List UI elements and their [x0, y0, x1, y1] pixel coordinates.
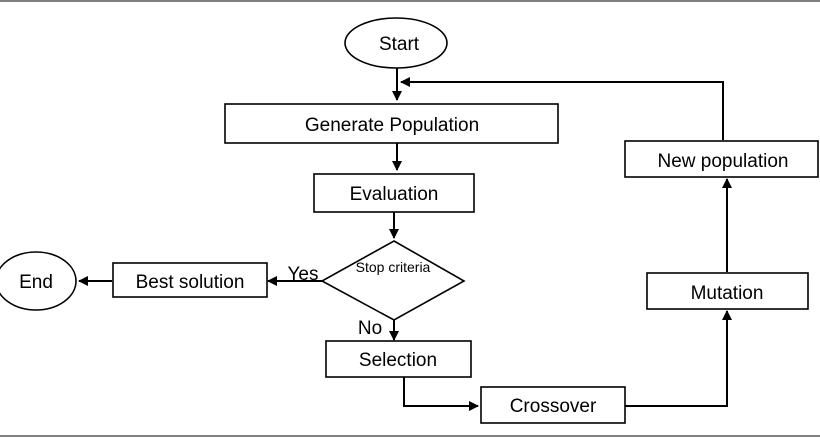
- node-evaluation: Evaluation: [313, 173, 475, 213]
- evaluation-label: Evaluation: [350, 184, 439, 205]
- node-stop-criteria: Stop criteria: [320, 240, 466, 321]
- node-best-solution: Best solution: [112, 262, 268, 298]
- mutation-label: Mutation: [691, 283, 764, 304]
- yes-edge-label: Yes: [288, 264, 319, 285]
- start-terminal: [344, 17, 448, 69]
- node-new-population: New population: [624, 140, 819, 178]
- edge-selection-to-crossover: [403, 377, 479, 411]
- best-solution-label: Best solution: [136, 272, 245, 293]
- node-generate-population: Generate Population: [224, 103, 559, 144]
- end-terminal: [0, 251, 77, 311]
- edge-newpop-loop-back: [400, 77, 724, 140]
- edge-crossover-to-mutation: [625, 310, 732, 407]
- end-label: End: [19, 272, 53, 293]
- best-solution-box: [112, 262, 268, 298]
- crossover-box: [480, 386, 626, 424]
- node-start: Start: [344, 17, 448, 69]
- new-population-label: New population: [658, 151, 789, 172]
- stop-criteria-label: Stop criteria: [356, 259, 431, 275]
- generate-population-box: [224, 103, 559, 144]
- start-label: Start: [379, 34, 420, 55]
- generate-population-label: Generate Population: [305, 115, 479, 136]
- selection-label: Selection: [359, 350, 437, 371]
- node-crossover: Crossover: [480, 386, 626, 424]
- node-selection: Selection: [325, 340, 472, 378]
- selection-box: [325, 340, 472, 378]
- node-mutation: Mutation: [646, 272, 809, 310]
- node-end: End: [0, 251, 77, 311]
- evaluation-box: [313, 173, 475, 213]
- no-edge-label: No: [358, 318, 382, 339]
- stop-criteria-diamond: [320, 240, 466, 321]
- mutation-box: [646, 272, 809, 310]
- new-population-box: [624, 140, 819, 178]
- crossover-label: Crossover: [510, 396, 597, 417]
